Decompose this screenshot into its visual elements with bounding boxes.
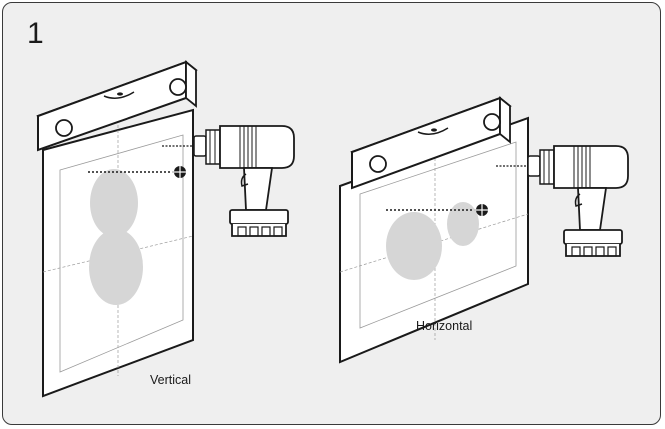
- step-number: 1: [27, 17, 44, 50]
- spirit-level-icon: [36, 60, 198, 152]
- crosshair-icon: [172, 164, 188, 180]
- spirit-level-icon: [350, 96, 512, 190]
- caption-horizontal: Horizontal: [416, 319, 473, 333]
- crosshair-icon: [474, 202, 490, 218]
- caption-vertical: Vertical: [150, 373, 191, 387]
- vertical-template: [42, 108, 194, 398]
- horizontal-template: [339, 116, 529, 364]
